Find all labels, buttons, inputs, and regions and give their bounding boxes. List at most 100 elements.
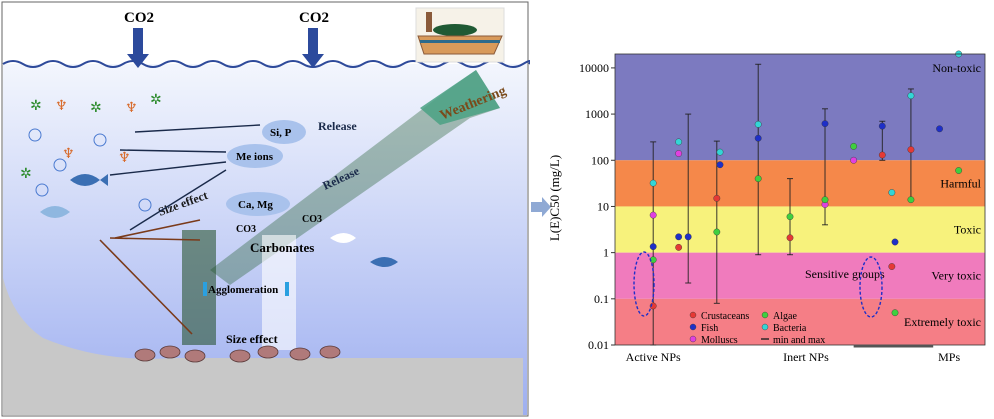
connector-arrow-icon bbox=[531, 197, 551, 217]
point-crustaceans-17 bbox=[786, 234, 794, 242]
legend-swatch-0 bbox=[689, 311, 697, 319]
legend-swatch-1 bbox=[761, 311, 769, 319]
band-label-0: Non-toxic bbox=[932, 61, 981, 75]
point-bacteria-16 bbox=[754, 120, 762, 128]
svg-text:✲: ✲ bbox=[150, 93, 162, 108]
legend-swatch-3 bbox=[761, 323, 769, 331]
sensitive-ellipse-right bbox=[859, 256, 883, 318]
agglomeration-arrows bbox=[203, 282, 289, 296]
x-category-label-1: Inert NPs bbox=[783, 350, 829, 364]
seabed bbox=[3, 278, 523, 415]
point-algae-23 bbox=[850, 142, 858, 150]
y-tick-label-1: 0.1 bbox=[594, 292, 609, 306]
legend-label-5: min and max bbox=[773, 335, 825, 346]
me-ions-label: Me ions bbox=[236, 151, 274, 163]
point-fish-12 bbox=[716, 161, 724, 169]
band-label-3: Very toxic bbox=[931, 269, 981, 283]
band-2 bbox=[615, 206, 985, 253]
point-fish-26 bbox=[891, 238, 899, 246]
point-algae-31 bbox=[907, 196, 915, 204]
point-fish-33 bbox=[936, 125, 943, 133]
svg-text:✲: ✲ bbox=[20, 167, 32, 182]
legend-swatch-2 bbox=[689, 323, 697, 331]
weathering-plume bbox=[420, 70, 500, 125]
weathering-schematic: CO2 CO2 Weathering Si, P Me ions Ca, Mg … bbox=[1, 1, 530, 417]
legend-swatch-4 bbox=[689, 335, 697, 343]
point-algae-20 bbox=[821, 196, 829, 204]
point-fish-2 bbox=[649, 243, 657, 251]
point-algae-18 bbox=[786, 213, 794, 221]
legend-label-0: Crustaceans bbox=[701, 311, 749, 322]
band-label-4: Extremely toxic bbox=[904, 315, 981, 329]
legend-label-1: Algae bbox=[773, 311, 797, 322]
point-crustaceans-11 bbox=[713, 194, 721, 202]
point-bacteria-29 bbox=[888, 189, 896, 196]
co2-right-arrow: CO2 bbox=[299, 10, 329, 68]
point-bacteria-13 bbox=[716, 148, 724, 156]
legend-label-3: Bacteria bbox=[773, 323, 807, 334]
release-arrows bbox=[109, 124, 261, 231]
point-algae-10 bbox=[713, 228, 721, 236]
ship-icon bbox=[415, 7, 505, 63]
x-category-label-0: Active NPs bbox=[626, 350, 681, 364]
point-fish-25 bbox=[878, 122, 886, 130]
point-molluscs-22 bbox=[850, 156, 858, 164]
y-tick-label-3: 10 bbox=[597, 199, 609, 213]
y-tick-label-0: 0.01 bbox=[588, 338, 609, 352]
organisms-cluster: ✲ ✲ ✲ ✲ ♆ ♆ ♆ ♆ bbox=[20, 93, 398, 267]
point-crustaceans-5 bbox=[675, 243, 683, 251]
release-top-label: Release bbox=[318, 119, 357, 133]
band-3 bbox=[615, 252, 985, 299]
agglomeration-label: Agglomeration bbox=[208, 284, 278, 296]
band-4 bbox=[615, 298, 985, 345]
legend-label-2: Fish bbox=[701, 323, 718, 334]
svg-text:♆: ♆ bbox=[118, 151, 131, 166]
legend-label-4: Molluscs bbox=[701, 335, 738, 346]
point-fish-21 bbox=[821, 120, 829, 128]
ca-mg-bubble bbox=[226, 192, 290, 216]
point-crustaceans-24 bbox=[878, 151, 886, 159]
data-points bbox=[649, 50, 963, 317]
band-0 bbox=[615, 54, 985, 161]
y-tick-label-2: 1 bbox=[603, 246, 609, 260]
point-bacteria-8 bbox=[675, 138, 683, 146]
point-molluscs-3 bbox=[649, 211, 657, 219]
size-effect-bottom-label: Size effect bbox=[226, 332, 278, 346]
band-1 bbox=[615, 160, 985, 207]
svg-text:✲: ✲ bbox=[30, 99, 42, 114]
point-fish-6 bbox=[675, 233, 683, 241]
dark-particle-column bbox=[182, 230, 216, 345]
point-algae-27 bbox=[891, 309, 899, 317]
svg-text:♆: ♆ bbox=[55, 99, 68, 114]
sensitive-groups-annotation: Sensitive groups bbox=[805, 267, 885, 281]
me-ions-bubble bbox=[227, 144, 283, 168]
particle-trail bbox=[210, 70, 500, 285]
carbonates-label: Carbonates bbox=[250, 240, 314, 255]
co3-right-label: CO3 bbox=[302, 214, 322, 225]
light-particle-column bbox=[262, 235, 296, 350]
point-algae-14 bbox=[754, 175, 762, 183]
point-fish-9 bbox=[684, 233, 692, 241]
co2-right-label: CO2 bbox=[299, 10, 329, 26]
point-fish-15 bbox=[754, 134, 762, 142]
bivalve-row bbox=[134, 345, 341, 363]
sensitive-ellipse-left bbox=[633, 251, 655, 317]
svg-text:♆: ♆ bbox=[62, 147, 75, 162]
si-p-label: Si, P bbox=[270, 127, 292, 139]
point-bacteria-4 bbox=[649, 179, 657, 187]
band-label-2: Toxic bbox=[954, 223, 981, 237]
co3-left-label: CO3 bbox=[236, 224, 256, 235]
svg-text:✲: ✲ bbox=[90, 101, 102, 116]
ca-mg-label: Ca, Mg bbox=[238, 199, 273, 211]
point-crustaceans-30 bbox=[907, 146, 915, 154]
point-crustaceans-28 bbox=[888, 263, 896, 270]
si-p-ion-bubble bbox=[262, 120, 306, 144]
svg-text:♆: ♆ bbox=[125, 101, 138, 116]
point-bacteria-32 bbox=[907, 92, 915, 100]
point-algae-34 bbox=[955, 167, 963, 174]
plot-frame bbox=[614, 53, 986, 346]
